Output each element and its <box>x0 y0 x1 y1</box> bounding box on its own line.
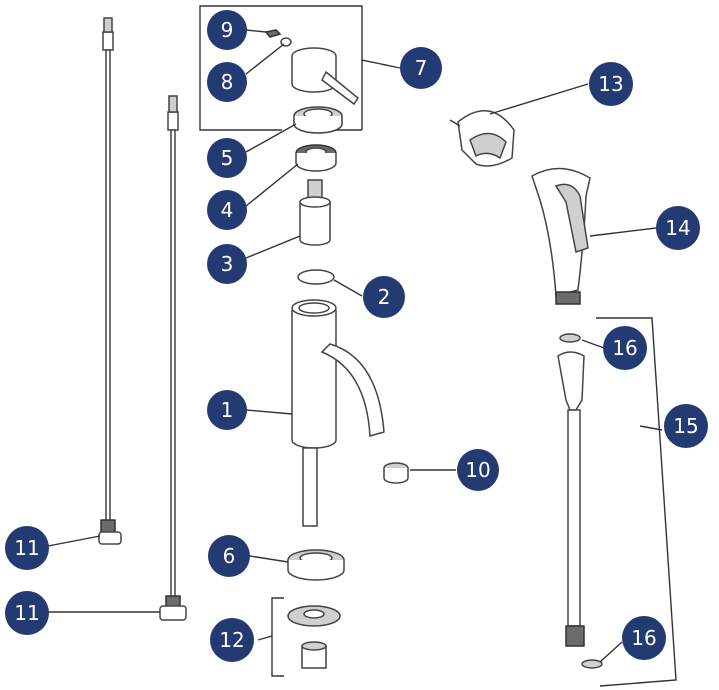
callout-16-lower: 16 <box>622 616 666 660</box>
part-2-o-ring <box>297 269 335 285</box>
part-15-shower-hose <box>557 351 585 647</box>
callout-15-badge <box>664 404 708 448</box>
bracket-group-12 <box>271 597 284 677</box>
bracket-group-15 <box>596 317 677 687</box>
callout-14-label: 14 <box>665 216 690 240</box>
part-12-mounting-kit <box>287 605 341 669</box>
callout-11-lower-badge <box>5 591 49 635</box>
callout-4-label: 4 <box>221 198 234 222</box>
callout-2-label: 2 <box>378 285 391 309</box>
bracket-group-7 <box>199 5 401 131</box>
callout-15-label: 15 <box>673 414 698 438</box>
callout-3: 3 <box>207 244 247 284</box>
part-9-screw <box>264 29 282 38</box>
part-16-washer-top <box>559 333 581 343</box>
callout-2-badge <box>363 276 405 318</box>
callout-1-badge <box>207 390 247 430</box>
callout-8-badge <box>207 62 247 102</box>
part-6-washer <box>287 549 345 581</box>
callout-11-lower: 11 <box>5 591 49 635</box>
part-4-nut <box>295 144 337 172</box>
callout-3-badge <box>207 244 247 284</box>
callout-14-badge <box>656 206 700 250</box>
callout-6-label: 6 <box>223 544 236 568</box>
callout-7-badge <box>400 47 442 89</box>
part-14-hand-shower <box>531 167 591 305</box>
callout-11-upper-label: 11 <box>14 536 39 560</box>
callout-3-label: 3 <box>221 252 234 276</box>
callout-14: 14 <box>656 206 700 250</box>
callout-5-badge <box>207 138 247 178</box>
part-10-aerator <box>383 462 409 484</box>
part-16-washer-bottom <box>581 659 603 669</box>
supply-hose-right <box>159 95 187 621</box>
callout-7: 7 <box>400 47 442 89</box>
callout-6-badge <box>208 535 250 577</box>
callout-9-badge <box>207 10 247 50</box>
callout-12: 12 <box>210 618 254 662</box>
callout-2: 2 <box>363 276 405 318</box>
callout-15: 15 <box>664 404 708 448</box>
part-13-holder <box>449 109 515 167</box>
callout-10: 10 <box>457 449 499 491</box>
callout-5: 5 <box>207 138 247 178</box>
callout-9-label: 9 <box>221 18 234 42</box>
callout-5-label: 5 <box>221 146 234 170</box>
part-1-faucet-body <box>291 299 385 527</box>
bracket-group-15-leader <box>639 425 663 431</box>
callout-4-badge <box>207 190 247 230</box>
callout-11-upper-badge <box>5 526 49 570</box>
callout-10-label: 10 <box>465 458 490 482</box>
callout-12-badge <box>210 618 254 662</box>
callout-9: 9 <box>207 10 247 50</box>
callout-13-badge <box>589 62 633 106</box>
leader-lines <box>47 29 657 663</box>
callout-12-label: 12 <box>219 628 244 652</box>
supply-hose-left <box>98 17 122 545</box>
part-3-cartridge <box>299 179 331 246</box>
callout-13: 13 <box>589 62 633 106</box>
bracket-group-12-leader <box>257 635 273 641</box>
callout-11-lower-label: 11 <box>14 601 39 625</box>
part-7-handle <box>291 47 360 106</box>
callout-10-badge <box>457 449 499 491</box>
callout-16-upper-label: 16 <box>612 336 637 360</box>
callout-16-upper: 16 <box>603 326 647 370</box>
callout-1-label: 1 <box>221 398 234 422</box>
callout-7-label: 7 <box>415 56 428 80</box>
callout-8-label: 8 <box>221 70 234 94</box>
callout-6: 6 <box>208 535 250 577</box>
callout-13-label: 13 <box>598 72 623 96</box>
callout-16-lower-label: 16 <box>631 626 656 650</box>
callout-16-lower-badge <box>622 616 666 660</box>
callout-1: 1 <box>207 390 247 430</box>
callout-4: 4 <box>207 190 247 230</box>
callout-8: 8 <box>207 62 247 102</box>
part-5-bonnet-ring <box>293 106 343 134</box>
callout-16-upper-badge <box>603 326 647 370</box>
callout-11-upper: 11 <box>5 526 49 570</box>
